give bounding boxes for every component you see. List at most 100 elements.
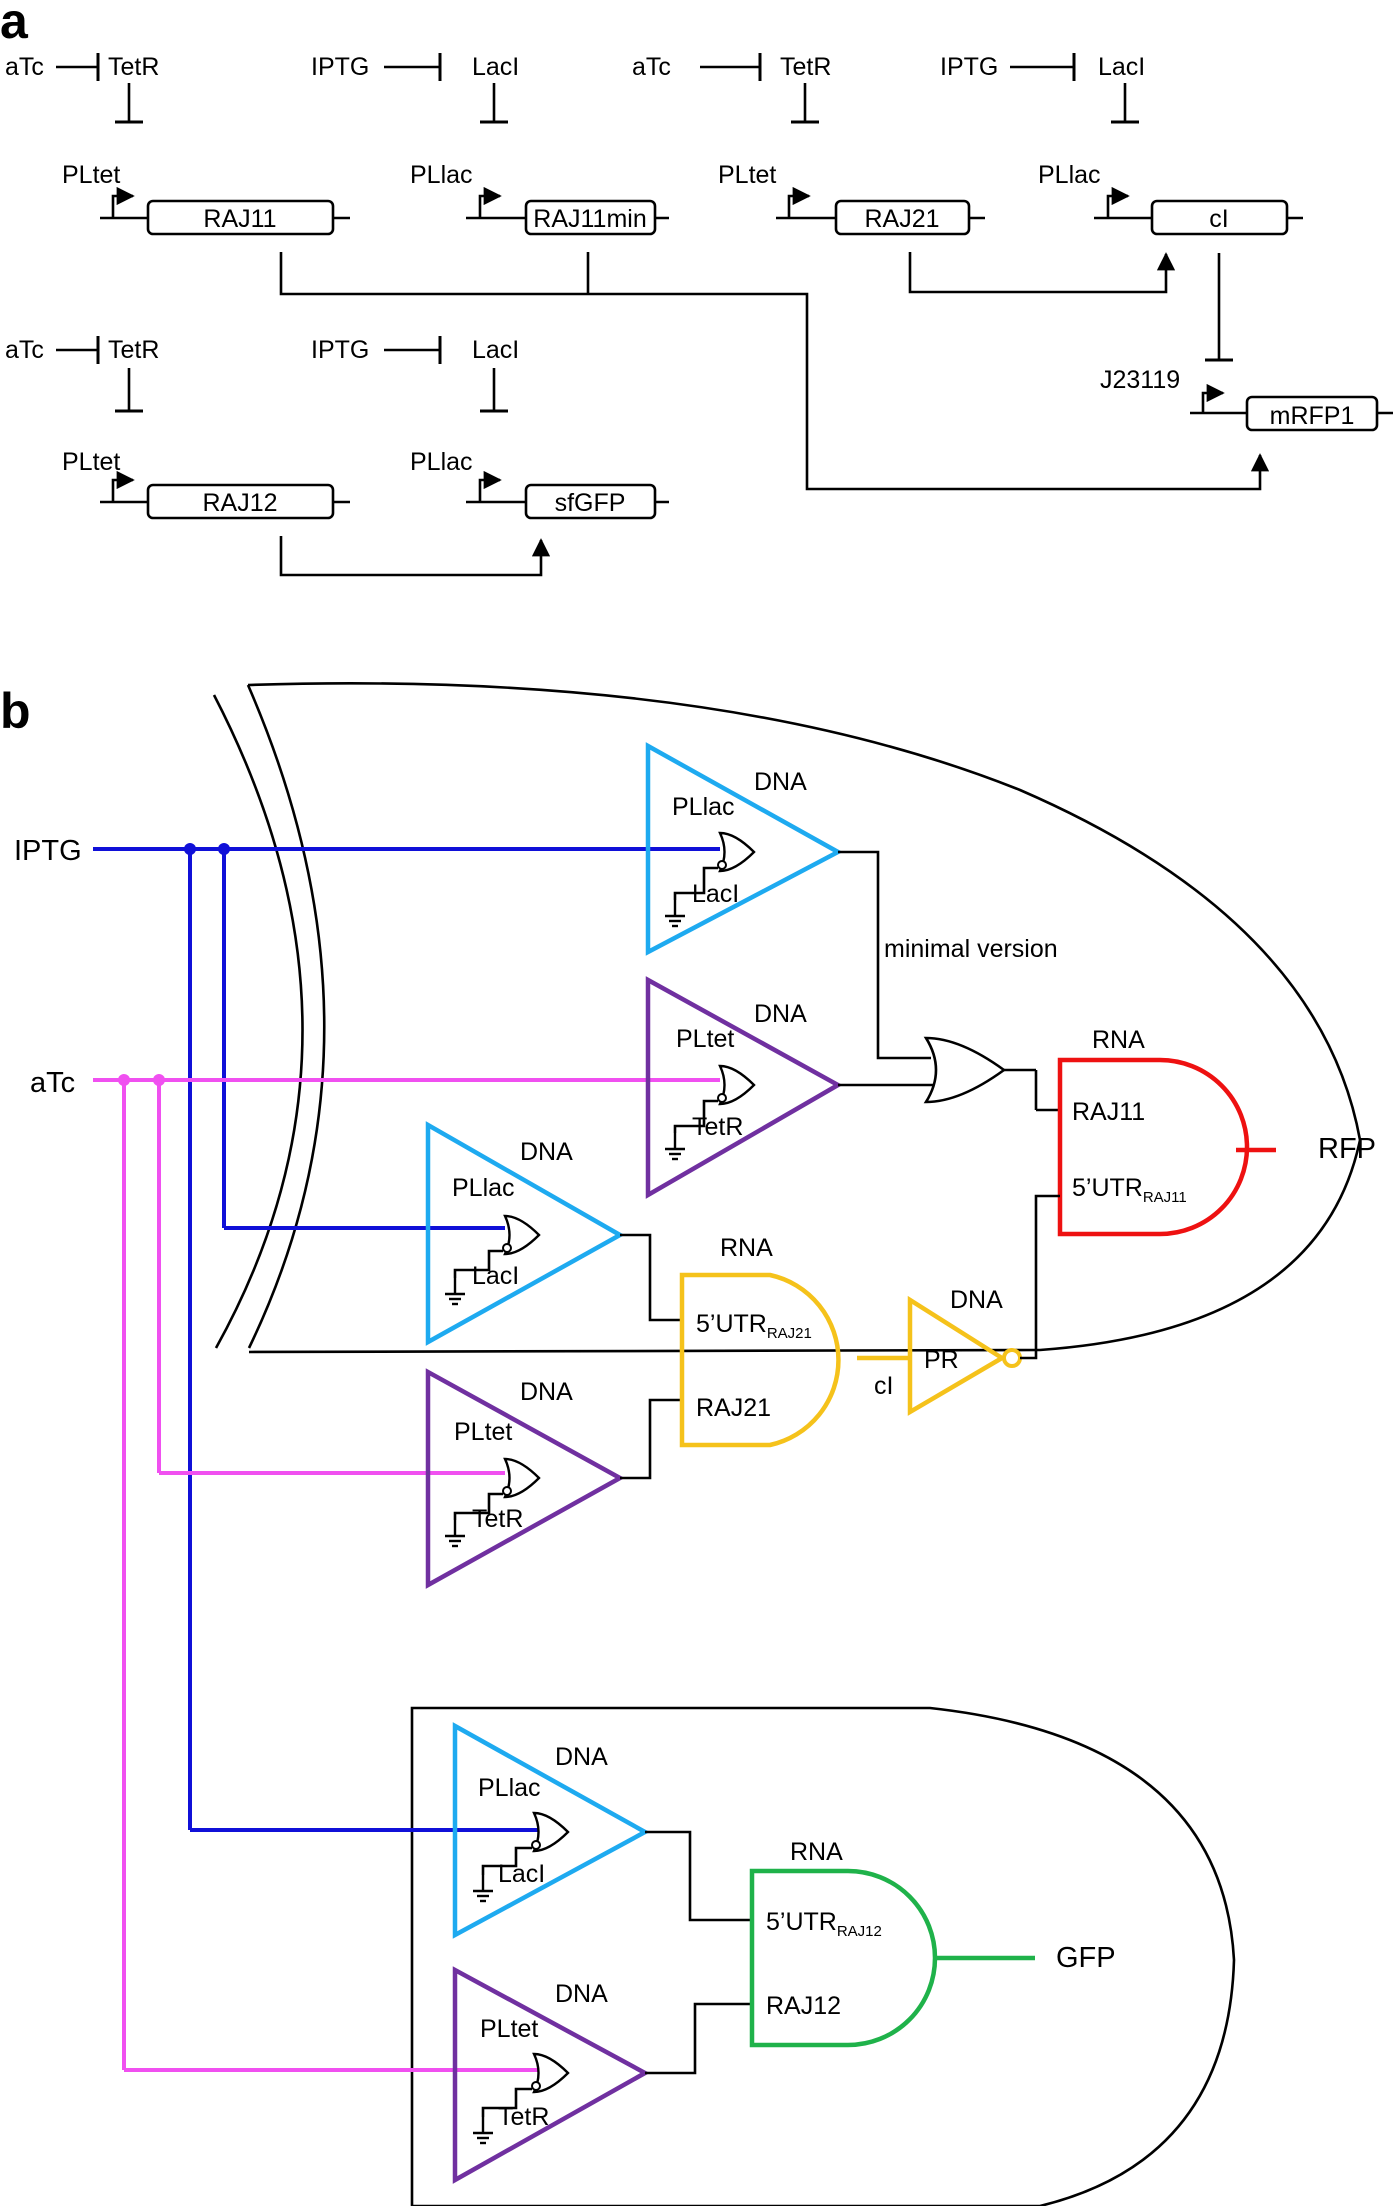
- iptg-wires: [93, 843, 720, 1832]
- promoter-label: PR: [924, 1346, 959, 1374]
- gene-label: RAJ12: [202, 489, 277, 517]
- repressor-label: TetR: [780, 53, 831, 81]
- rna-label: RNA: [720, 1234, 773, 1262]
- construct-mrfp1: J23119 mRFP1: [1100, 253, 1393, 432]
- buffer-triangle: [645, 742, 843, 956]
- promoter-label: PLlac: [410, 448, 473, 476]
- repressor-label: LacI: [472, 53, 519, 81]
- inducer-label: IPTG: [940, 53, 998, 81]
- gate-input-label: 5’UTRRAJ12: [766, 1908, 882, 1940]
- promoter-label: PLlac: [452, 1174, 515, 1202]
- construct-sfgfp: IPTG LacI PLlac sfGFP: [311, 334, 669, 520]
- construct-raj11: aTc TetR PLtet RAJ11: [5, 51, 350, 236]
- gfp-output-label: GFP: [1056, 1942, 1116, 1974]
- or-gate: [923, 1036, 1007, 1104]
- cell-outlines: [212, 682, 1362, 2206]
- repressor-label: TetR: [692, 1113, 743, 1141]
- dna-plac-module-top: DNA PLlac LacI: [645, 742, 843, 956]
- construct-raj21: aTc TetR PLtet RAJ21: [632, 51, 985, 236]
- dna-plac-module-bottom: DNA PLlac LacI: [452, 1722, 650, 1939]
- dna-ptet-module-mid: DNA PLtet TetR: [425, 1368, 625, 1589]
- buffer-triangle: [452, 1966, 650, 2184]
- gene-label: RAJ11: [203, 205, 276, 233]
- rna-label: RNA: [1092, 1026, 1145, 1054]
- gene-label: RAJ11min: [533, 205, 646, 233]
- panel-a-schematic: aTc TetR PLtet RAJ11 IPTG LacI PLlac RAJ…: [5, 51, 1393, 577]
- repressor-label: TetR: [108, 53, 159, 81]
- repressor-label: LacI: [498, 1860, 545, 1888]
- reporter-promoter-label: J23119: [1100, 366, 1180, 394]
- promoter-label: PLtet: [62, 448, 120, 476]
- construct-raj11min: IPTG LacI PLlac RAJ11min: [311, 51, 669, 236]
- promoter-label: PLlac: [672, 793, 735, 821]
- atc-wires: [93, 1074, 720, 2072]
- dna-label: DNA: [555, 1743, 608, 1771]
- rna-raj21-gate: RNA 5’UTRRAJ21 RAJ21 cI: [679, 1234, 910, 1448]
- inducer-label: aTc: [632, 53, 671, 81]
- gate-input-label: 5’UTRRAJ21: [696, 1310, 812, 1342]
- panel-a-connections: [279, 252, 1270, 577]
- gate-input-label: RAJ12: [766, 1992, 841, 2020]
- promoter-label: PLlac: [478, 1774, 541, 1802]
- atc-input-label: aTc: [30, 1067, 75, 1099]
- gene-box: [1245, 395, 1379, 432]
- inducer-label: IPTG: [311, 336, 369, 364]
- panel-a-label: a: [0, 0, 29, 49]
- wire-junction: [184, 843, 196, 855]
- and-gate-body: [679, 1272, 841, 1448]
- construct-ci: IPTG LacI PLlac cI: [940, 51, 1303, 236]
- dna-label: DNA: [754, 768, 807, 796]
- not-bubble: [1002, 1348, 1022, 1368]
- dna-label: DNA: [520, 1138, 573, 1166]
- promoter-label: PLtet: [676, 1025, 734, 1053]
- repressor-label: LacI: [472, 336, 519, 364]
- cell-1-body: [247, 682, 1362, 1354]
- dna-ptet-module-bottom: DNA PLtet TetR: [452, 1966, 650, 2184]
- dna-ptet-module-top: DNA PLtet TetR: [645, 976, 843, 1199]
- dna-plac-module-mid: DNA PLlac LacI: [425, 1121, 625, 1346]
- rna-raj11-gate: RNA RAJ11 5’UTRRAJ11 RFP: [1057, 1026, 1376, 1237]
- rna-label: RNA: [790, 1838, 843, 1866]
- promoter-label: PLlac: [410, 161, 473, 189]
- dna-label: DNA: [555, 1980, 608, 2008]
- gene-box: [146, 483, 335, 520]
- buffer-triangle: [645, 976, 843, 1199]
- repressor-label: LacI: [1098, 53, 1145, 81]
- promoter-label: PLtet: [480, 2015, 538, 2043]
- dna-label: DNA: [520, 1378, 573, 1406]
- repressor-label: TetR: [108, 336, 159, 364]
- rna-raj12-gate: RNA 5’UTRRAJ12 RAJ12 GFP: [749, 1838, 1116, 2048]
- wire-junction: [153, 1074, 165, 1086]
- gene-box: [524, 199, 657, 236]
- gate-input-label: RAJ21: [696, 1394, 771, 1422]
- not-triangle: [907, 1295, 1007, 1416]
- repressor-label: TetR: [498, 2103, 549, 2131]
- repressor-label: LacI: [472, 1262, 519, 1290]
- buffer-triangle: [425, 1121, 625, 1346]
- repressor-label: LacI: [692, 880, 739, 908]
- ci-label: cI: [874, 1372, 893, 1400]
- minimal-version-label: minimal version: [884, 935, 1058, 963]
- and-gate-body: [1057, 1057, 1250, 1237]
- construct-raj12: aTc TetR PLtet RAJ12: [5, 334, 350, 520]
- gene-box: [146, 199, 335, 236]
- buffer-triangle: [425, 1368, 625, 1589]
- promoter-label: PLtet: [62, 161, 120, 189]
- promoter-label: PLtet: [454, 1418, 512, 1446]
- panel-b-label: b: [0, 683, 31, 739]
- dna-pr-not-gate: DNA PR: [907, 1194, 1060, 1416]
- buffer-triangle: [452, 1722, 650, 1939]
- gene-box: [1150, 199, 1289, 236]
- iptg-input-label: IPTG: [14, 835, 82, 867]
- and-gate-body: [749, 1868, 938, 2048]
- gene-box: [524, 483, 657, 520]
- gene-label: cI: [1209, 205, 1228, 233]
- inducer-label: IPTG: [311, 53, 369, 81]
- inducer-label: aTc: [5, 53, 44, 81]
- gene-label: sfGFP: [555, 489, 626, 517]
- dna-label: DNA: [754, 1000, 807, 1028]
- gene-label: RAJ21: [864, 205, 939, 233]
- gate-input-label: RAJ11: [1072, 1098, 1145, 1126]
- cell-2-body: [410, 1706, 1236, 2206]
